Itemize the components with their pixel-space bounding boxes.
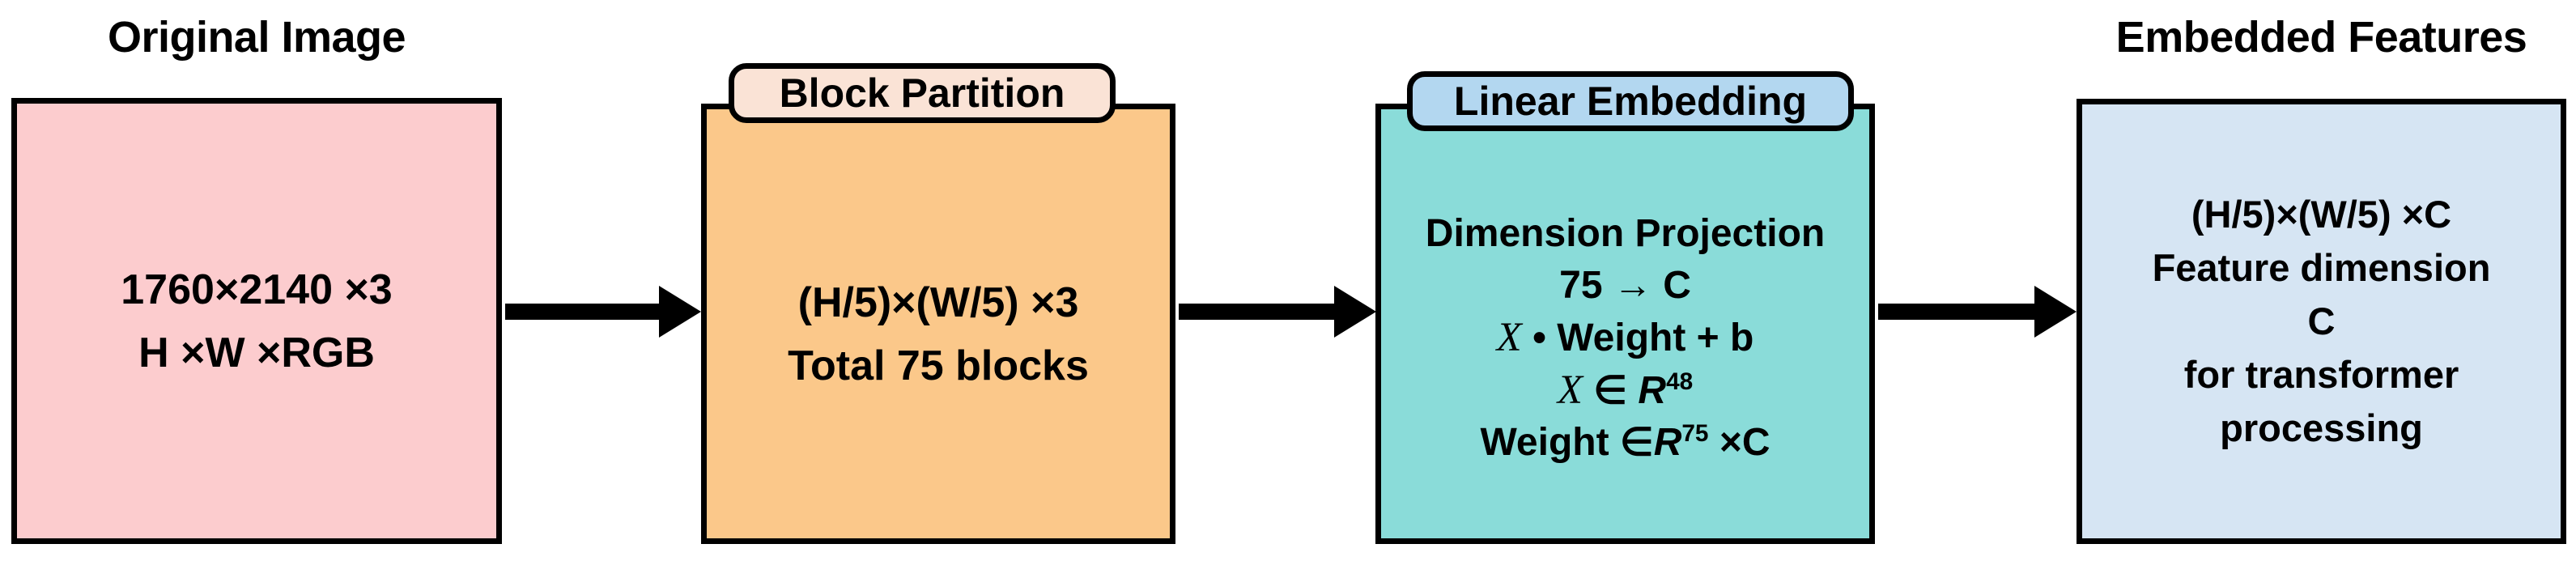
stage-text-block-partition: (H/5)×(W/5) ×3 Total 75 blocks (707, 250, 1170, 397)
stage-line: (H/5)×(W/5) ×C (2191, 193, 2452, 236)
stage-line-weight-domain: Weight ∈R75 ×C (1381, 417, 1869, 469)
stage-line-linear-formula: X • Weight + b (1381, 312, 1869, 364)
arrow-embedding-to-features (1878, 286, 2077, 338)
stage-line: for transformer (2183, 353, 2459, 396)
weight-domain-suffix: ×C (1719, 421, 1770, 464)
exponent: 75 (1681, 420, 1709, 447)
math-variable-x: X (1557, 368, 1583, 413)
arrow-shaft (1878, 304, 2039, 320)
stage-text-original-image: 1760×2140 ×3 H ×W ×RGB (17, 258, 496, 385)
element-of-symbol: ∈ (1593, 369, 1628, 412)
arrow-head (659, 286, 701, 338)
badge-label: Block Partition (779, 70, 1065, 116)
stage-text-embedded-features: (H/5)×(W/5) ×C Feature dimension C for t… (2082, 188, 2561, 455)
stage-line-projection-dims: 75 → C (1559, 264, 1691, 307)
set-symbol-r: R (1653, 421, 1682, 464)
weight-label: Weight (1480, 421, 1609, 464)
stage-line: H ×W ×RGB (138, 329, 375, 376)
stage-box-linear-embedding: Dimension Projection 75 → C X • Weight +… (1375, 104, 1875, 544)
exponent: 48 (1666, 368, 1694, 395)
math-variable-x: X (1496, 315, 1522, 360)
stage-line: processing (2220, 406, 2423, 449)
stage-line-dimension-projection: Dimension Projection (1425, 212, 1826, 255)
arrow-shaft (505, 304, 664, 320)
stage-line: C (2307, 300, 2336, 342)
stage-box-block-partition: (H/5)×(W/5) ×3 Total 75 blocks (701, 104, 1175, 544)
stage-line: 1760×2140 ×3 (121, 266, 393, 313)
page-title-embedded-features: Embedded Features (2115, 13, 2527, 62)
page-title-original-image: Original Image (107, 13, 406, 62)
arrow-head (2034, 286, 2077, 338)
badge-block-partition: Block Partition (729, 63, 1116, 123)
badge-label: Linear Embedding (1453, 79, 1808, 124)
stage-text-linear-embedding: Dimension Projection 75 → C X • Weight +… (1381, 179, 1869, 469)
arrow-partition-to-embedding (1179, 286, 1376, 338)
formula-rest: • Weight + b (1532, 317, 1754, 359)
arrow-shaft (1179, 304, 1339, 320)
set-symbol-r: R (1638, 369, 1667, 412)
arrow-head (1334, 286, 1376, 338)
stage-box-embedded-features: (H/5)×(W/5) ×C Feature dimension C for t… (2077, 99, 2566, 544)
element-of-symbol: ∈ (1619, 421, 1654, 464)
stage-box-original-image: 1760×2140 ×3 H ×W ×RGB (11, 98, 502, 544)
stage-line: Feature dimension (2152, 246, 2491, 289)
stage-line-x-domain: X ∈ R48 (1381, 364, 1869, 417)
badge-linear-embedding: Linear Embedding (1407, 71, 1854, 131)
stage-line: Total 75 blocks (788, 342, 1089, 389)
stage-line: (H/5)×(W/5) ×3 (797, 279, 1079, 326)
arrow-original-to-partition (505, 286, 701, 338)
